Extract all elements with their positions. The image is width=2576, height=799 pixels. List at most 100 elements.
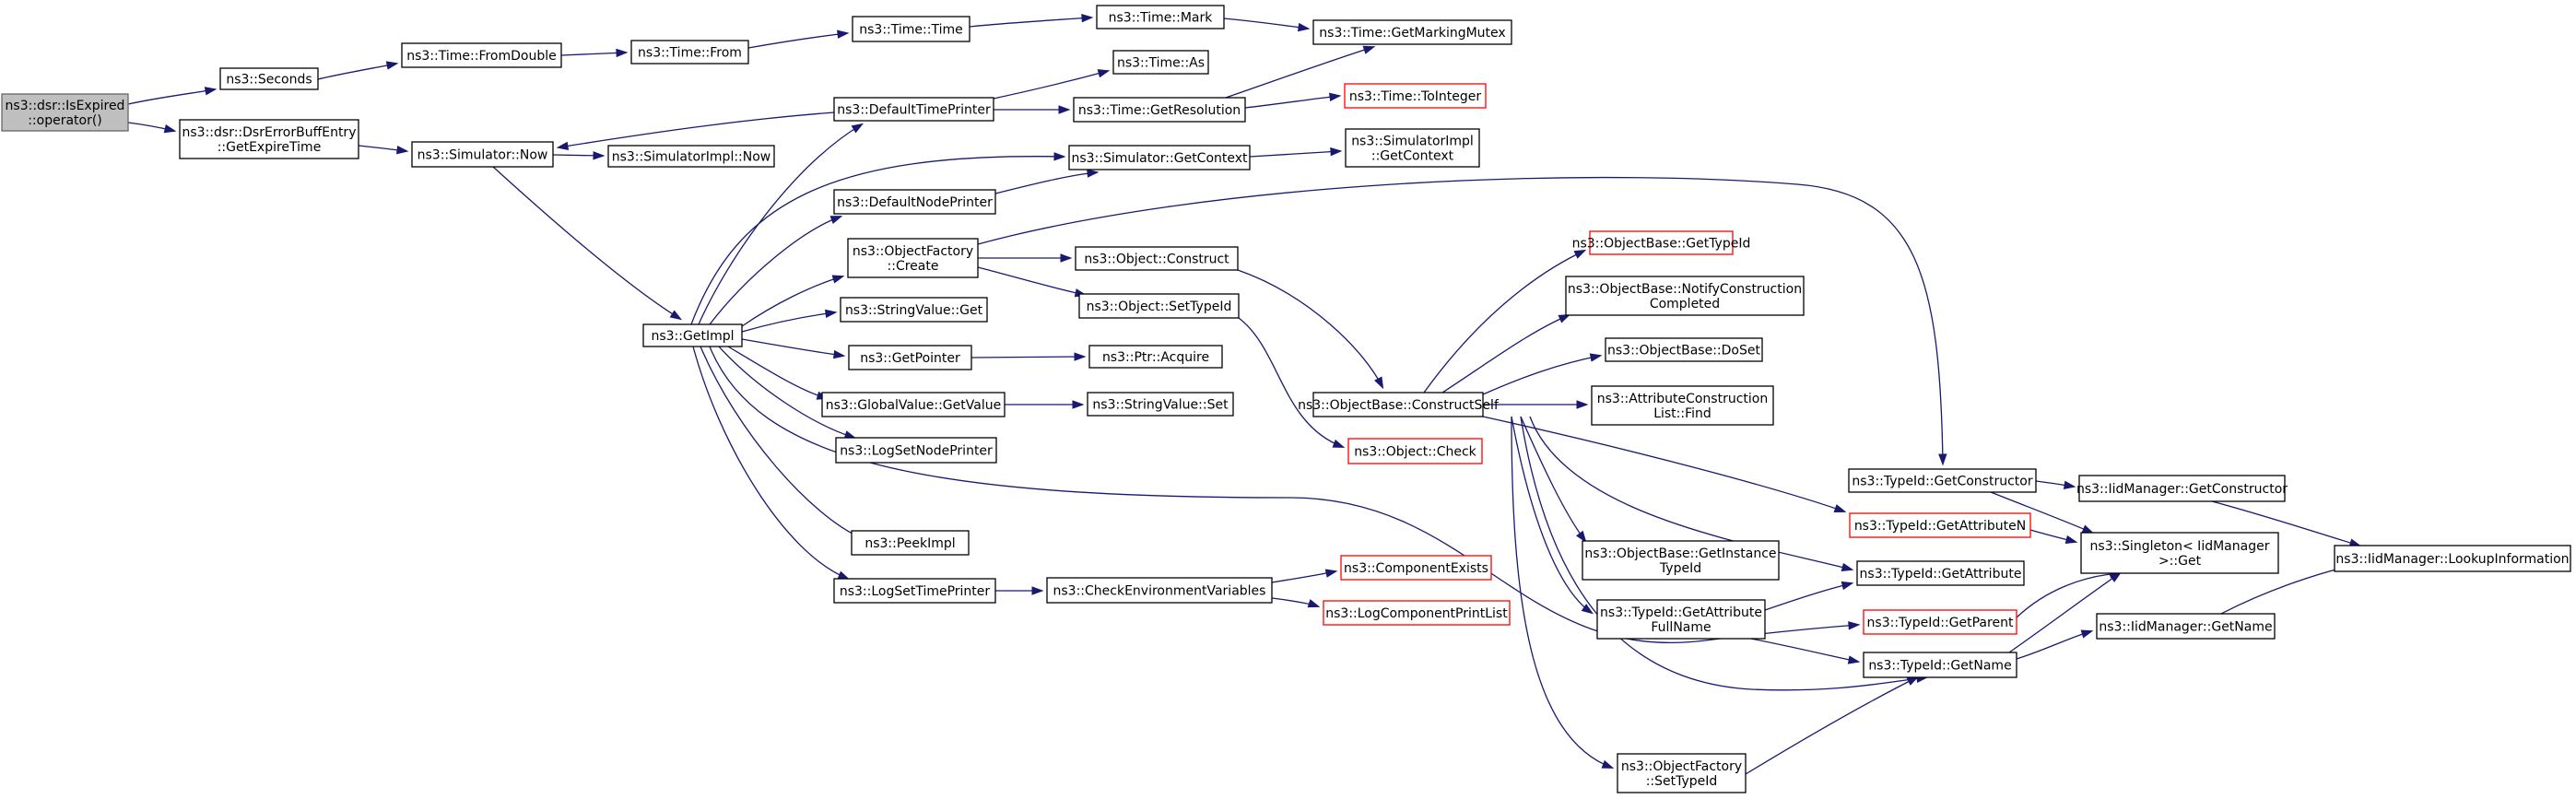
node-as[interactable]: ns3::Time::As (1112, 50, 1209, 75)
node-compexists[interactable]: ns3::ComponentExists (1340, 555, 1492, 581)
edge-line (2211, 500, 2360, 546)
node-ofcreate[interactable]: ns3::ObjectFactory::Create (847, 238, 979, 278)
edge-line (1520, 416, 1927, 691)
edge-arrowhead (163, 124, 177, 134)
node-peek[interactable]: ns3::PeekImpl (851, 530, 970, 556)
node-time[interactable]: ns3::Time::Time (852, 16, 970, 42)
edge-arrowhead (204, 87, 218, 96)
node-obgettid[interactable]: ns3::ObjectBase::GetTypeId (1572, 230, 1751, 255)
node-acquire[interactable]: ns3::Ptr::Acquire (1088, 345, 1223, 369)
node-getctx[interactable]: ns3::Simulator::GetContext (1068, 145, 1251, 170)
edge-line (969, 17, 1092, 28)
node-box (1596, 599, 1766, 640)
node-label: ns3::dsr::IsExpired (6, 99, 125, 113)
node-label: ns3::Time::GetResolution (1078, 103, 1241, 118)
edge-arrowhead (1906, 676, 1920, 686)
node-tointeger[interactable]: ns3::Time::ToInteger (1344, 83, 1487, 109)
edge-arrowhead (1074, 352, 1087, 361)
node-notify[interactable]: ns3::ObjectBase::NotifyConstructionCompl… (1565, 276, 1805, 316)
node-mutex[interactable]: ns3::Time::GetMarkingMutex (1312, 19, 1512, 45)
edge-arrowhead (669, 310, 683, 321)
node-label: ns3::Seconds (226, 73, 312, 88)
node-settypeid[interactable]: ns3::Object::SetTypeId (1078, 293, 1240, 319)
node-fromdouble[interactable]: ns3::Time::FromDouble (401, 42, 562, 68)
node-label: ns3::StringValue::Get (845, 303, 983, 318)
edge-getimpl-to-getctx (690, 152, 1066, 325)
node-getimpl[interactable]: ns3::GetImpl (642, 323, 743, 347)
edge-line (1482, 416, 1845, 512)
node-logtime[interactable]: ns3::LogSetTimePrinter (833, 578, 996, 604)
node-iidctor[interactable]: ns3::IidManager::GetConstructor (2076, 475, 2288, 502)
node-oftid[interactable]: ns3::ObjectFactory::SetTypeId (1617, 753, 1747, 793)
node-getattr[interactable]: ns3::TypeId::GetAttribute (1856, 560, 2025, 586)
node-deftime[interactable]: ns3::DefaultTimePrinter (833, 97, 994, 122)
node-expire[interactable]: ns3::dsr::DsrErrorBuffEntry::GetExpireTi… (179, 119, 359, 159)
node-label: ns3::SimulatorImpl::Now (612, 150, 771, 165)
node-label: ns3::IidManager::LookupInformation (2335, 552, 2569, 567)
node-from[interactable]: ns3::Time::From (630, 40, 749, 65)
node-getname[interactable]: ns3::TypeId::GetName (1863, 652, 2017, 678)
edge-attrfull-to-getname (1750, 638, 1861, 664)
node-label: ns3::TypeId::GetAttributeN (1854, 519, 2026, 534)
node-implnow[interactable]: ns3::SimulatorImpl::Now (607, 145, 775, 168)
node-getparent[interactable]: ns3::TypeId::GetParent (1863, 609, 2017, 635)
node-root[interactable]: ns3::dsr::IsExpired::operator() (1, 93, 129, 132)
edge-arrowhead (1097, 69, 1111, 78)
node-check[interactable]: ns3::Object::Check (1347, 438, 1483, 464)
node-label: ::GetContext (1371, 149, 1454, 164)
node-getpointer[interactable]: ns3::GetPointer (848, 345, 972, 370)
node-box (1856, 560, 2025, 586)
node-getres[interactable]: ns3::Time::GetResolution (1073, 97, 1246, 123)
node-implctx[interactable]: ns3::SimulatorImpl::GetContext (1345, 128, 1480, 168)
node-now[interactable]: ns3::Simulator::Now (411, 141, 554, 168)
node-lookup[interactable]: ns3::IidManager::LookupInformation (2334, 545, 2571, 572)
node-box (1863, 652, 2017, 678)
node-construct[interactable]: ns3::Object::Construct (1075, 246, 1239, 271)
node-label: ns3::ObjectBase::NotifyConstruction (1568, 282, 1802, 297)
edge-arrowhead (829, 216, 843, 225)
node-strset[interactable]: ns3::StringValue::Set (1087, 392, 1234, 417)
node-singleton[interactable]: ns3::Singleton< IidManager >::Get (2080, 532, 2279, 574)
node-constructself[interactable]: ns3::ObjectBase::ConstructSelf (1298, 392, 1500, 417)
node-box (1312, 19, 1512, 45)
node-label: ns3::Object::Construct (1084, 253, 1229, 267)
node-seconds[interactable]: ns3::Seconds (219, 67, 319, 90)
edge-attrfull-to-getattr (1764, 581, 1854, 611)
node-box (840, 297, 988, 323)
node-label: ns3::TypeId::GetParent (1867, 616, 2014, 630)
node-label: ::SetTypeId (1646, 774, 1718, 789)
edge-root-to-expire (127, 122, 177, 134)
edge-arrowhead (1329, 92, 1342, 101)
node-getctor[interactable]: ns3::TypeId::GetConstructor (1848, 468, 2037, 493)
edge-arrowhead (837, 29, 850, 39)
node-label: ns3::SimulatorImpl (1351, 135, 1474, 149)
node-label: ns3::ObjectFactory (853, 244, 973, 259)
node-label: ns3::Time::Mark (1109, 11, 1214, 26)
edge-line (1249, 150, 1341, 158)
node-checkenv[interactable]: ns3::CheckEnvironmentVariables (1046, 577, 1273, 604)
node-box (401, 42, 562, 68)
node-strget[interactable]: ns3::StringValue::Get (840, 297, 988, 323)
edge-now-to-implnow (552, 151, 606, 160)
edge-arrowhead (1576, 400, 1589, 409)
node-doset[interactable]: ns3::ObjectBase::DoSet (1605, 337, 1763, 362)
edge-arrowhead (2081, 524, 2095, 534)
edge-ofcreate-to-settypeid (977, 266, 1088, 298)
edge-line (1529, 416, 1853, 570)
node-defnode[interactable]: ns3::DefaultNodePrinter (833, 189, 996, 215)
edge-deftime-to-now (556, 112, 835, 151)
node-gvget[interactable]: ns3::GlobalValue::GetValue (821, 392, 1006, 417)
node-iidname[interactable]: ns3::IidManager::GetName (2096, 613, 2276, 640)
node-logprint[interactable]: ns3::LogComponentPrintList (1323, 600, 1511, 626)
edge-getres-to-mutex (1225, 45, 1376, 99)
edge-line (2016, 572, 2121, 618)
node-box (833, 189, 996, 215)
edge-line (560, 52, 627, 56)
node-label: ns3::TypeId::GetAttribute (1860, 567, 2022, 582)
node-mark[interactable]: ns3::Time::Mark (1096, 5, 1225, 29)
node-getattrn[interactable]: ns3::TypeId::GetAttributeN (1849, 512, 2031, 538)
node-lognode[interactable]: ns3::LogSetNodePrinter (835, 437, 997, 464)
